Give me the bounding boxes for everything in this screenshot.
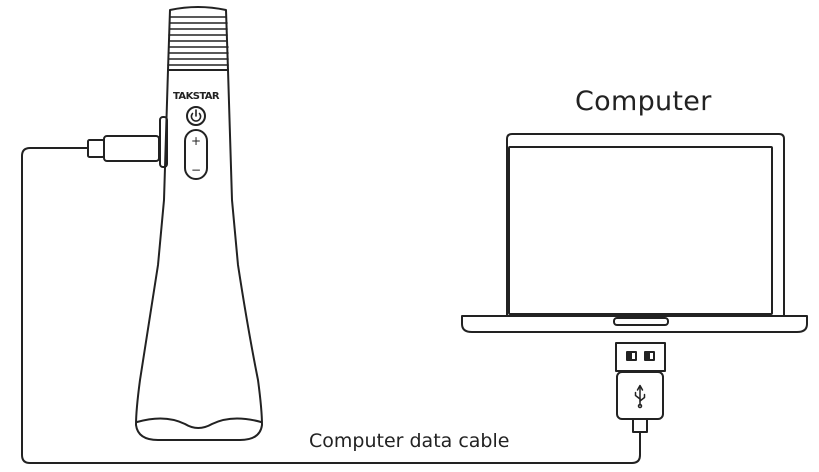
data-cable: [21, 147, 641, 464]
laptop-base: [461, 315, 808, 333]
volume-rocker[interactable]: [184, 129, 208, 180]
usb-a-metal-shell: [615, 342, 666, 372]
microphone-brand-logo: TAKSTAR: [173, 91, 220, 102]
computer-label: Computer: [575, 86, 712, 117]
power-button[interactable]: [186, 106, 206, 126]
laptop-screen: [508, 146, 773, 315]
volume-up-symbol: +: [191, 134, 201, 148]
laptop: [461, 133, 808, 333]
usb-symbol-icon: [634, 384, 646, 409]
usb-a-connector: [615, 342, 666, 433]
microphone-body: [135, 69, 263, 441]
power-icon: [190, 109, 202, 122]
microphone-charging-port: [159, 116, 168, 168]
microphone-grille-lines: [167, 16, 229, 66]
volume-down-symbol: −: [191, 163, 201, 177]
microphone-base-seam: [136, 417, 262, 429]
microphone: [135, 6, 263, 441]
laptop-trackpad-notch: [613, 317, 669, 326]
usb-a-strain-relief: [632, 418, 648, 433]
data-cable-label: Computer data cable: [309, 430, 510, 452]
type-c-connector: [87, 135, 160, 162]
laptop-lid: [506, 133, 785, 317]
microphone-grille: [167, 6, 229, 71]
